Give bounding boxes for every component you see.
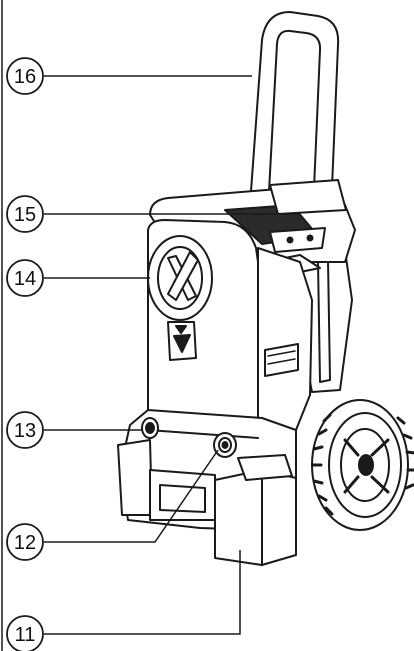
callout-label-13: 13 [14, 420, 36, 442]
callout-circle-14 [6, 259, 44, 297]
outlet-illustration [213, 432, 237, 458]
callout-label-16: 16 [14, 66, 36, 88]
callout-circles [6, 57, 44, 651]
callout-circle-15 [6, 195, 44, 233]
leader-lines [44, 75, 300, 635]
wheel-illustration [311, 399, 414, 531]
callout-label-11: 11 [15, 624, 36, 646]
callout-label-12: 12 [14, 532, 36, 554]
leader-line-11 [44, 550, 241, 635]
gauge-illustration [147, 235, 213, 321]
water-inlet-illustration [141, 417, 159, 439]
callout-circle-13 [6, 411, 44, 449]
front-storage-illustration [214, 454, 297, 566]
callout-circle-12 [6, 523, 44, 561]
hose-holder-plate [269, 227, 326, 253]
callout-label-15: 15 [14, 204, 36, 226]
leader-line-12 [44, 449, 219, 543]
callout-label-14: 14 [14, 268, 36, 290]
logo-badge [167, 321, 197, 361]
callout-circle-11 [6, 615, 44, 651]
callout-circle-16 [6, 57, 44, 95]
rear-post [317, 259, 331, 383]
